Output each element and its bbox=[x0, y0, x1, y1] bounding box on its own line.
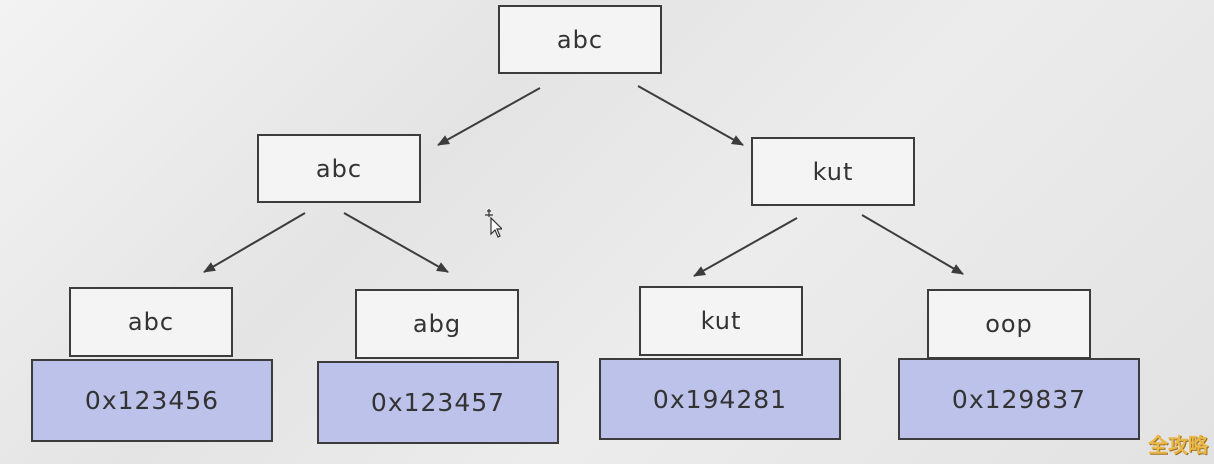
move-cursor-icon bbox=[485, 209, 502, 238]
level1-node-left: abc bbox=[257, 134, 421, 203]
root-node: abc bbox=[498, 5, 662, 74]
edge-left-to-leaf1 bbox=[203, 212, 306, 273]
leaf-node-2: abg bbox=[355, 289, 519, 359]
leaf-address-4: 0x129837 bbox=[898, 358, 1140, 440]
leaf-address-1: 0x123456 bbox=[31, 359, 273, 442]
watermark-logo: 全攻略 bbox=[1148, 433, 1208, 457]
edge-left-to-leaf2 bbox=[343, 212, 449, 273]
edge-right-to-leaf3 bbox=[693, 217, 798, 277]
leaf-address-2: 0x123457 bbox=[317, 361, 559, 444]
edge-root-to-left bbox=[437, 87, 541, 146]
leaf-node-1: abc bbox=[69, 287, 233, 357]
edge-root-to-right bbox=[637, 85, 744, 146]
level1-node-right: kut bbox=[751, 137, 915, 206]
edge-right-to-leaf4 bbox=[861, 214, 964, 275]
leaf-node-3: kut bbox=[639, 286, 803, 356]
leaf-node-4: oop bbox=[927, 289, 1091, 359]
leaf-address-3: 0x194281 bbox=[599, 358, 841, 440]
